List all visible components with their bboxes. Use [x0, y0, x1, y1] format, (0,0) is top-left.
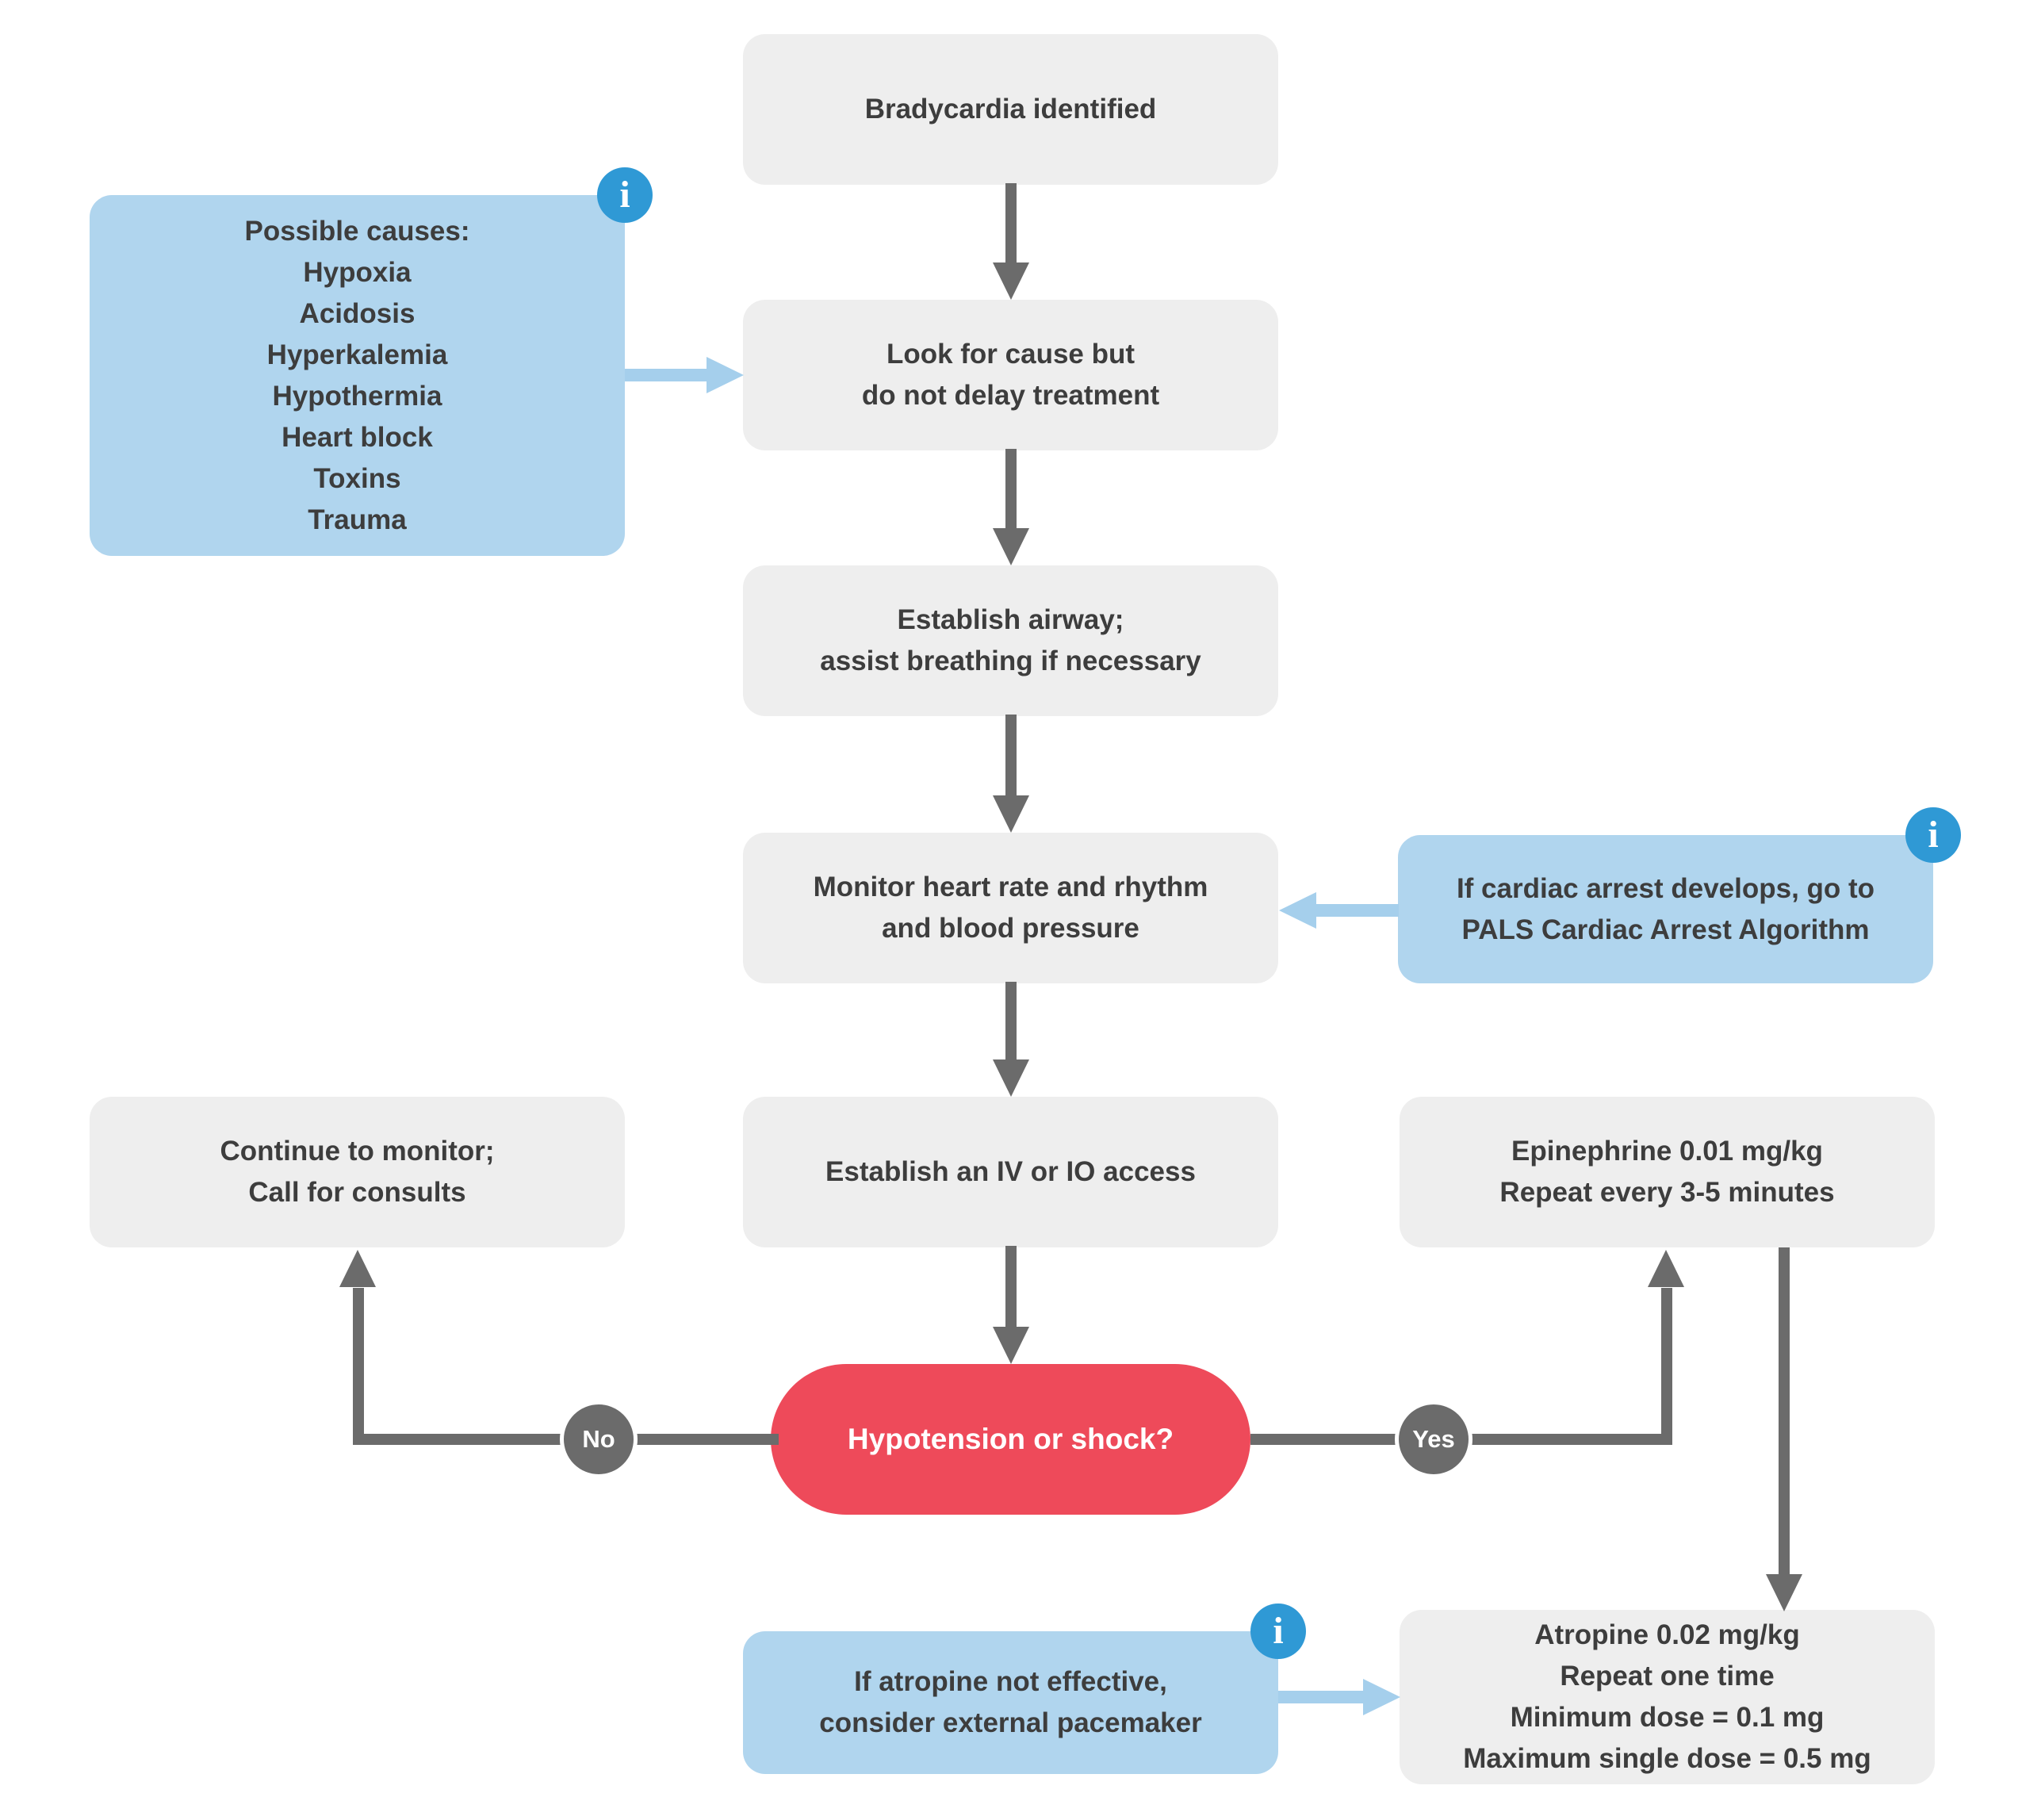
arrowhead-down-icon [993, 795, 1029, 833]
branch-label-yes-text: Yes [1412, 1425, 1455, 1453]
node-continue-to-monitor-text: Continue to monitor; Call for consults [220, 1136, 495, 1208]
connector-epinephrine-to-atropine [1779, 1247, 1790, 1576]
arrowhead-up-icon [1648, 1250, 1684, 1287]
info-icon-glyph: i [1273, 1610, 1284, 1652]
node-look-for-cause: Look for cause but do not delay treatmen… [743, 300, 1278, 450]
node-atropine-dose-text: Atropine 0.02 mg/kg Repeat one time Mini… [1463, 1619, 1871, 1774]
info-icon[interactable]: i [1905, 807, 1961, 863]
info-icon-glyph: i [1928, 814, 1939, 856]
node-establish-iv-io-access-text: Establish an IV or IO access [825, 1156, 1196, 1187]
decision-hypotension-or-shock-text: Hypotension or shock? [847, 1423, 1174, 1455]
decision-hypotension-or-shock: Hypotension or shock? [771, 1364, 1250, 1515]
info-icon[interactable]: i [597, 167, 653, 223]
node-establish-airway: Establish airway; assist breathing if ne… [743, 565, 1278, 716]
info-icon[interactable]: i [1250, 1604, 1306, 1659]
node-bradycardia-text: Bradycardia identified [864, 94, 1157, 125]
arrowhead-down-icon [1766, 1574, 1802, 1611]
infobox-possible-causes-text: Possible causes: Hypoxia Acidosis Hyperk… [244, 215, 470, 535]
node-monitor-heart-rate: Monitor heart rate and rhythm and blood … [743, 833, 1278, 983]
branch-label-no-text: No [582, 1425, 615, 1453]
node-establish-airway-text: Establish airway; assist breathing if ne… [820, 604, 1201, 676]
arrowhead-down-icon [993, 1327, 1029, 1364]
infobox-cardiac-arrest-text: If cardiac arrest develops, go to PALS C… [1456, 872, 1875, 945]
node-continue-to-monitor: Continue to monitor; Call for consults [90, 1097, 625, 1247]
arrowhead-down-icon [993, 262, 1029, 300]
infobox-external-pacemaker: If atropine not effective, consider exte… [743, 1631, 1278, 1774]
info-arrow-pacemaker-to-atropine [1278, 1691, 1364, 1703]
info-icon-glyph: i [619, 174, 630, 216]
node-establish-iv-io-access: Establish an IV or IO access [743, 1097, 1278, 1247]
info-arrowhead-left-icon [1279, 892, 1316, 929]
node-look-for-cause-text: Look for cause but do not delay treatmen… [861, 339, 1160, 411]
info-arrowhead-right-icon [1363, 1679, 1400, 1715]
arrowhead-up-icon [339, 1250, 376, 1287]
connector-yes-branch-vertical [1661, 1288, 1672, 1445]
connector-iv-to-decision [1005, 1246, 1017, 1328]
node-epinephrine-dose: Epinephrine 0.01 mg/kg Repeat every 3-5 … [1400, 1097, 1935, 1247]
info-arrowhead-right-icon [707, 357, 744, 393]
info-arrow-causes-to-look [625, 369, 707, 381]
connector-look-to-airway [1005, 449, 1017, 530]
connector-airway-to-monitor [1005, 715, 1017, 797]
connector-monitor-to-iv [1005, 982, 1017, 1061]
infobox-cardiac-arrest: If cardiac arrest develops, go to PALS C… [1398, 835, 1933, 983]
infobox-possible-causes: Possible causes: Hypoxia Acidosis Hyperk… [90, 195, 625, 556]
infobox-external-pacemaker-text: If atropine not effective, consider exte… [819, 1666, 1202, 1738]
arrowhead-down-icon [993, 528, 1029, 565]
branch-label-yes: Yes [1395, 1400, 1472, 1478]
connector-bradycardia-to-look [1005, 183, 1017, 264]
info-arrow-cardiac-to-monitor [1315, 904, 1399, 917]
node-atropine-dose: Atropine 0.02 mg/kg Repeat one time Mini… [1400, 1610, 1935, 1784]
arrowhead-down-icon [993, 1059, 1029, 1097]
node-monitor-heart-rate-text: Monitor heart rate and rhythm and blood … [813, 872, 1208, 944]
node-bradycardia-identified: Bradycardia identified [743, 34, 1278, 185]
node-epinephrine-dose-text: Epinephrine 0.01 mg/kg Repeat every 3-5 … [1499, 1136, 1835, 1208]
branch-label-no: No [560, 1400, 638, 1478]
connector-no-branch-vertical [353, 1288, 364, 1445]
